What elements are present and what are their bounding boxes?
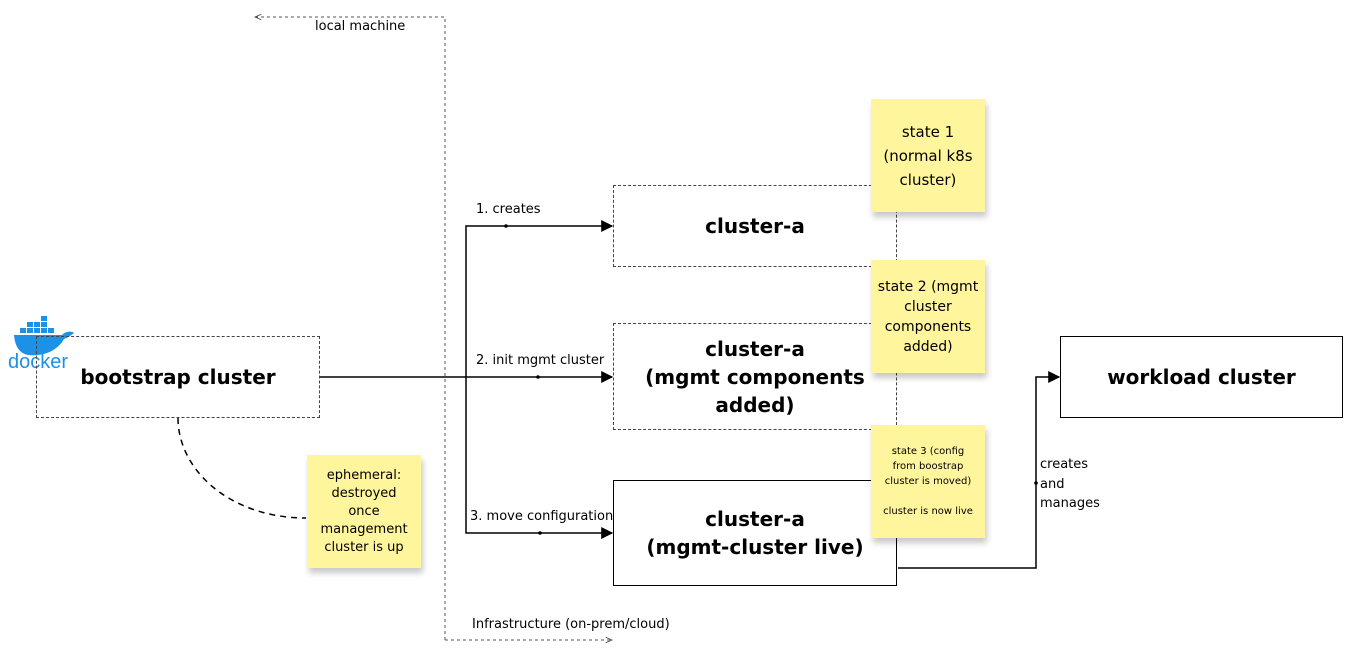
cluster-a-label-1: cluster-a xyxy=(705,214,805,238)
creates-label: 1. creates xyxy=(476,202,541,217)
ephemeral-connector xyxy=(177,417,307,519)
infrastructure-label: Infrastructure (on-prem/cloud) xyxy=(472,617,670,632)
state-2-note: state 2 (mgmt cluster components added) xyxy=(871,260,985,373)
bootstrap-cluster-label: bootstrap cluster xyxy=(80,365,276,389)
creates-manages-label: creates and manages xyxy=(1040,457,1100,511)
move-label: 3. move configuration xyxy=(470,509,614,524)
workload-connector xyxy=(898,371,1061,569)
cluster-a-label-3: cluster-a (mgmt-cluster live) xyxy=(646,507,864,559)
state-1-note: state 1 (normal k8s cluster) xyxy=(871,99,985,212)
workload-cluster-label: workload cluster xyxy=(1107,365,1296,389)
docker-logo-text: docker xyxy=(8,351,69,373)
bootstrap-connector xyxy=(320,220,614,539)
bootstrap-cluster-node: bootstrap cluster xyxy=(36,336,320,418)
ephemeral-note: ephemeral: destroyed once management clu… xyxy=(307,455,421,568)
ephemeral-text: ephemeral: destroyed once management clu… xyxy=(320,467,408,555)
state-2-text: state 2 (mgmt cluster components added) xyxy=(877,278,979,355)
cluster-a-label-2: cluster-a (mgmt components added) xyxy=(645,336,865,417)
state-1-text: state 1 (normal k8s cluster) xyxy=(883,122,973,189)
cluster-a-node-1: cluster-a xyxy=(613,185,897,267)
init-label: 2. init mgmt cluster xyxy=(476,353,605,368)
local-machine-label: local machine xyxy=(315,19,406,34)
cluster-a-node-3: cluster-a (mgmt-cluster live) xyxy=(613,480,897,586)
workload-cluster-node: workload cluster xyxy=(1060,336,1343,418)
state-3-text: state 3 (config from boostrap cluster is… xyxy=(883,446,973,517)
docker-whale-icon xyxy=(14,316,74,356)
boundary-line xyxy=(255,17,612,640)
state-3-note: state 3 (config from boostrap cluster is… xyxy=(871,425,985,538)
cluster-a-node-2: cluster-a (mgmt components added) xyxy=(613,323,897,430)
